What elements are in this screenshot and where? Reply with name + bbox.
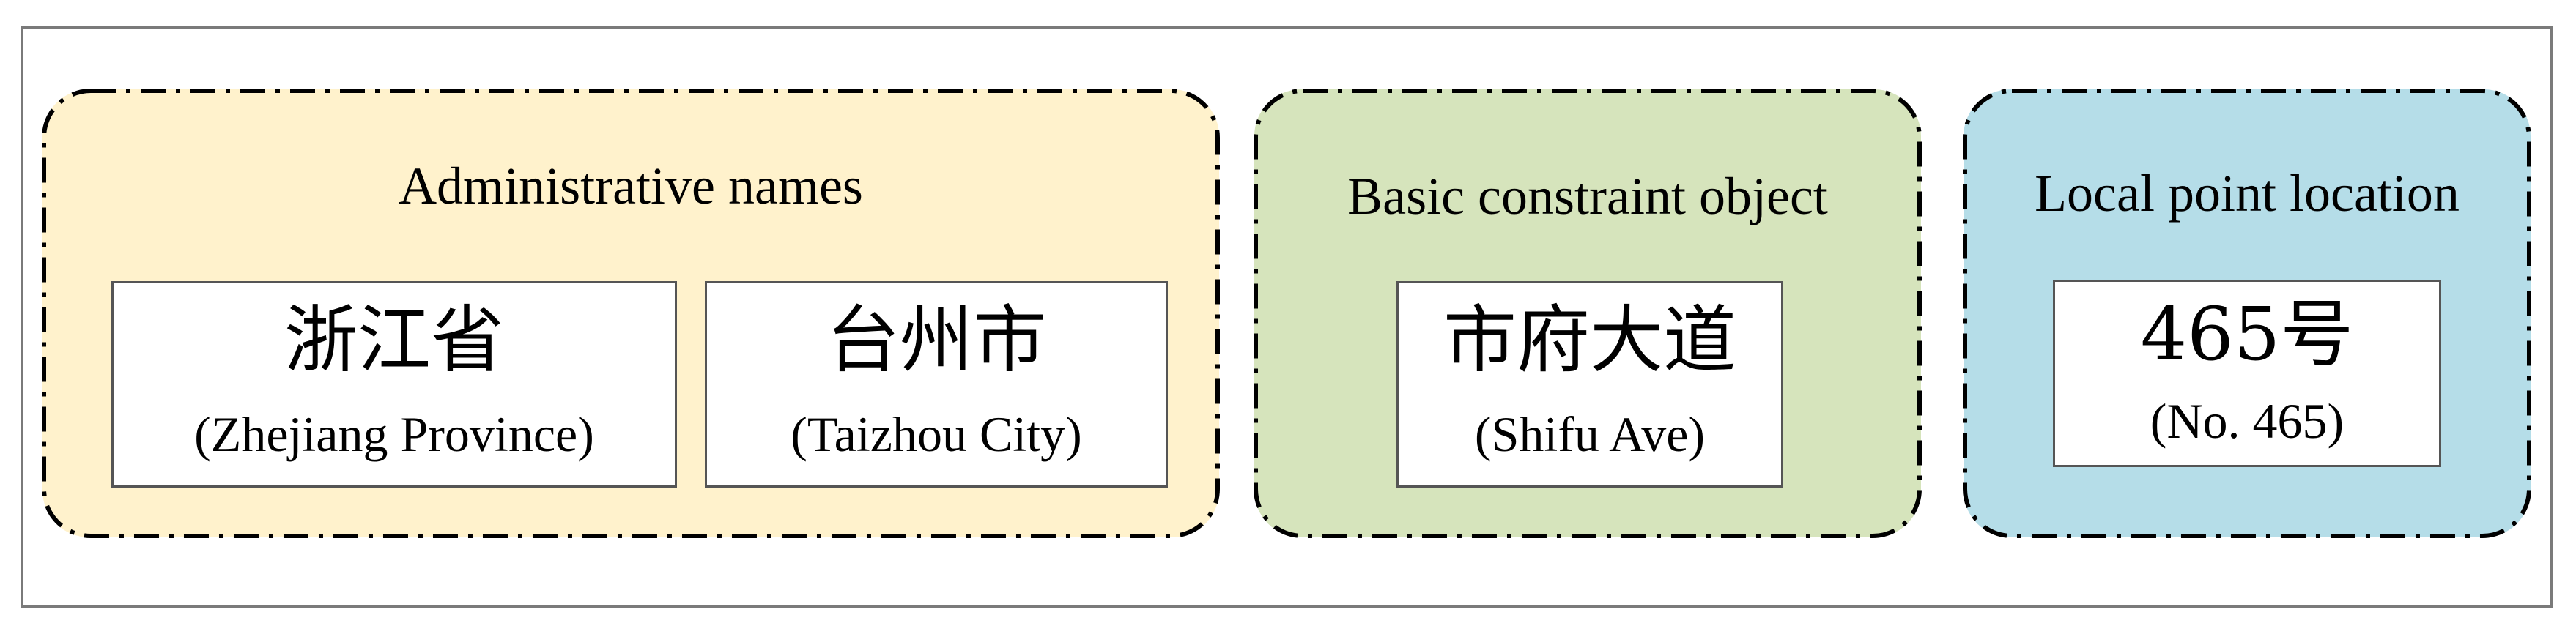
card-chinese-text: 市府大道	[1443, 297, 1736, 383]
card-english-text: (Taizhou City)	[791, 406, 1082, 462]
group-administrative-names: Administrative names 浙江省 (Zhejiang Provi…	[42, 89, 1220, 538]
group-border	[1254, 89, 1922, 538]
card-chinese-text: 465号	[2140, 291, 2354, 377]
group-title: Basic constraint object	[1347, 167, 1828, 225]
group-border	[42, 89, 1220, 538]
group-title: Local point location	[2035, 164, 2460, 223]
card-chinese-text: 浙江省	[284, 297, 504, 383]
group-local-point-location: Local point location 465号 (No. 465)	[1963, 89, 2531, 538]
card-taizhou-city: 台州市 (Taizhou City)	[705, 281, 1168, 488]
group-basic-constraint-object: Basic constraint object 市府大道 (Shifu Ave)	[1254, 89, 1922, 538]
figure-frame	[21, 26, 2553, 608]
card-english-text: (No. 465)	[2150, 393, 2344, 449]
group-title: Administrative names	[399, 157, 863, 215]
card-english-text: (Zhejiang Province)	[194, 406, 594, 462]
group-border	[1963, 89, 2531, 538]
card-zhejiang-province: 浙江省 (Zhejiang Province)	[111, 281, 677, 488]
card-chinese-text: 台州市	[826, 297, 1046, 383]
card-shifu-ave: 市府大道 (Shifu Ave)	[1396, 281, 1783, 488]
card-english-text: (Shifu Ave)	[1474, 406, 1706, 462]
card-no-465: 465号 (No. 465)	[2053, 280, 2441, 467]
